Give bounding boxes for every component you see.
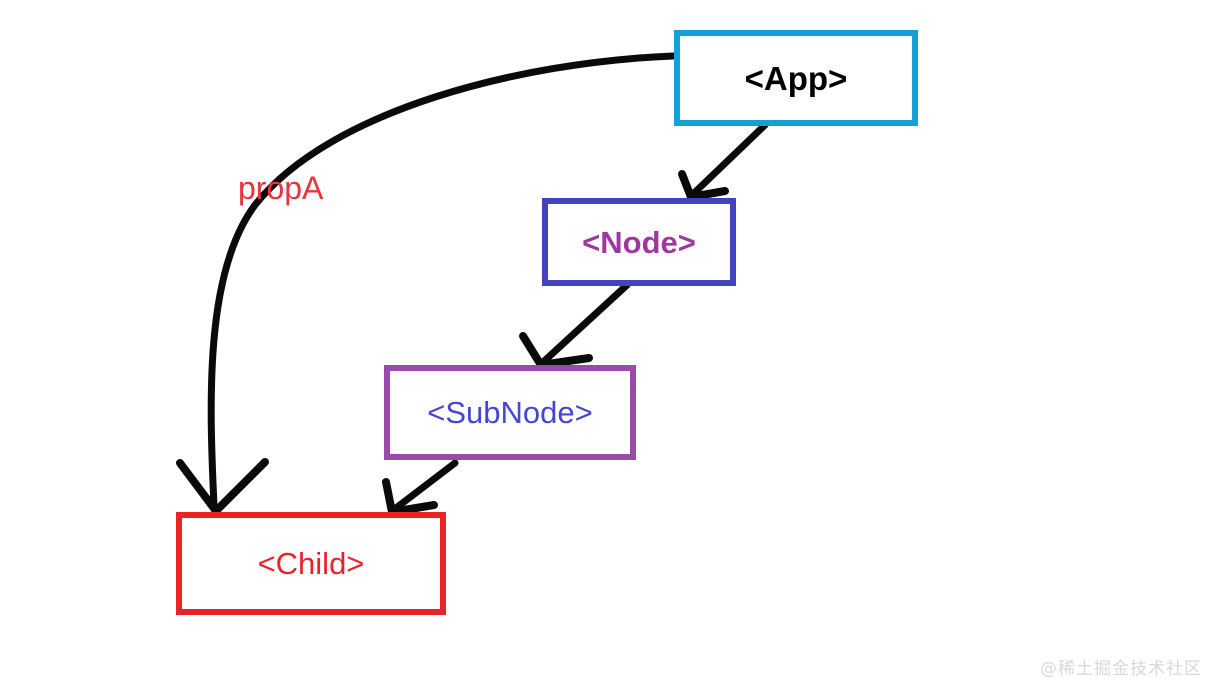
edge-subnode-to-child-line xyxy=(388,459,459,515)
node-label-node: <Node> xyxy=(582,224,696,260)
node-box-app[interactable]: <App> xyxy=(674,30,918,126)
edge-app-to-child-arrowhead-right xyxy=(212,458,269,515)
edge-subnode-to-child-arrowhead-left xyxy=(382,478,396,516)
edge-label-propa: propA xyxy=(238,170,324,206)
node-box-subnode[interactable]: <SubNode> xyxy=(384,365,636,460)
node-label-child: <Child> xyxy=(257,546,365,581)
edge-app-to-node-line xyxy=(687,121,769,200)
edge-app-to-child-arrowhead-left xyxy=(176,459,220,515)
edge-node-to-subnode-line xyxy=(537,281,631,368)
edge-app-to-node-arrowhead-left xyxy=(678,170,695,201)
watermark: @稀土掘金技术社区 xyxy=(1040,659,1202,679)
node-label-subnode: <SubNode> xyxy=(427,395,593,430)
node-label-app: <App> xyxy=(744,59,848,97)
node-box-node[interactable]: <Node> xyxy=(542,198,736,286)
edge-app-to-node-arrowhead-right xyxy=(687,187,729,201)
edge-node-to-subnode-arrowhead-right xyxy=(537,354,593,369)
edge-app-to-node xyxy=(678,121,769,201)
edge-app-to-child-curve xyxy=(207,52,677,509)
edge-subnode-to-child-arrowhead-right xyxy=(388,501,438,516)
edge-subnode-to-child xyxy=(382,459,459,516)
edge-node-to-subnode-arrowhead-left xyxy=(519,332,545,369)
edge-node-to-subnode xyxy=(519,281,631,369)
node-box-child[interactable]: <Child> xyxy=(176,512,446,615)
edge-app-to-child xyxy=(176,52,677,515)
